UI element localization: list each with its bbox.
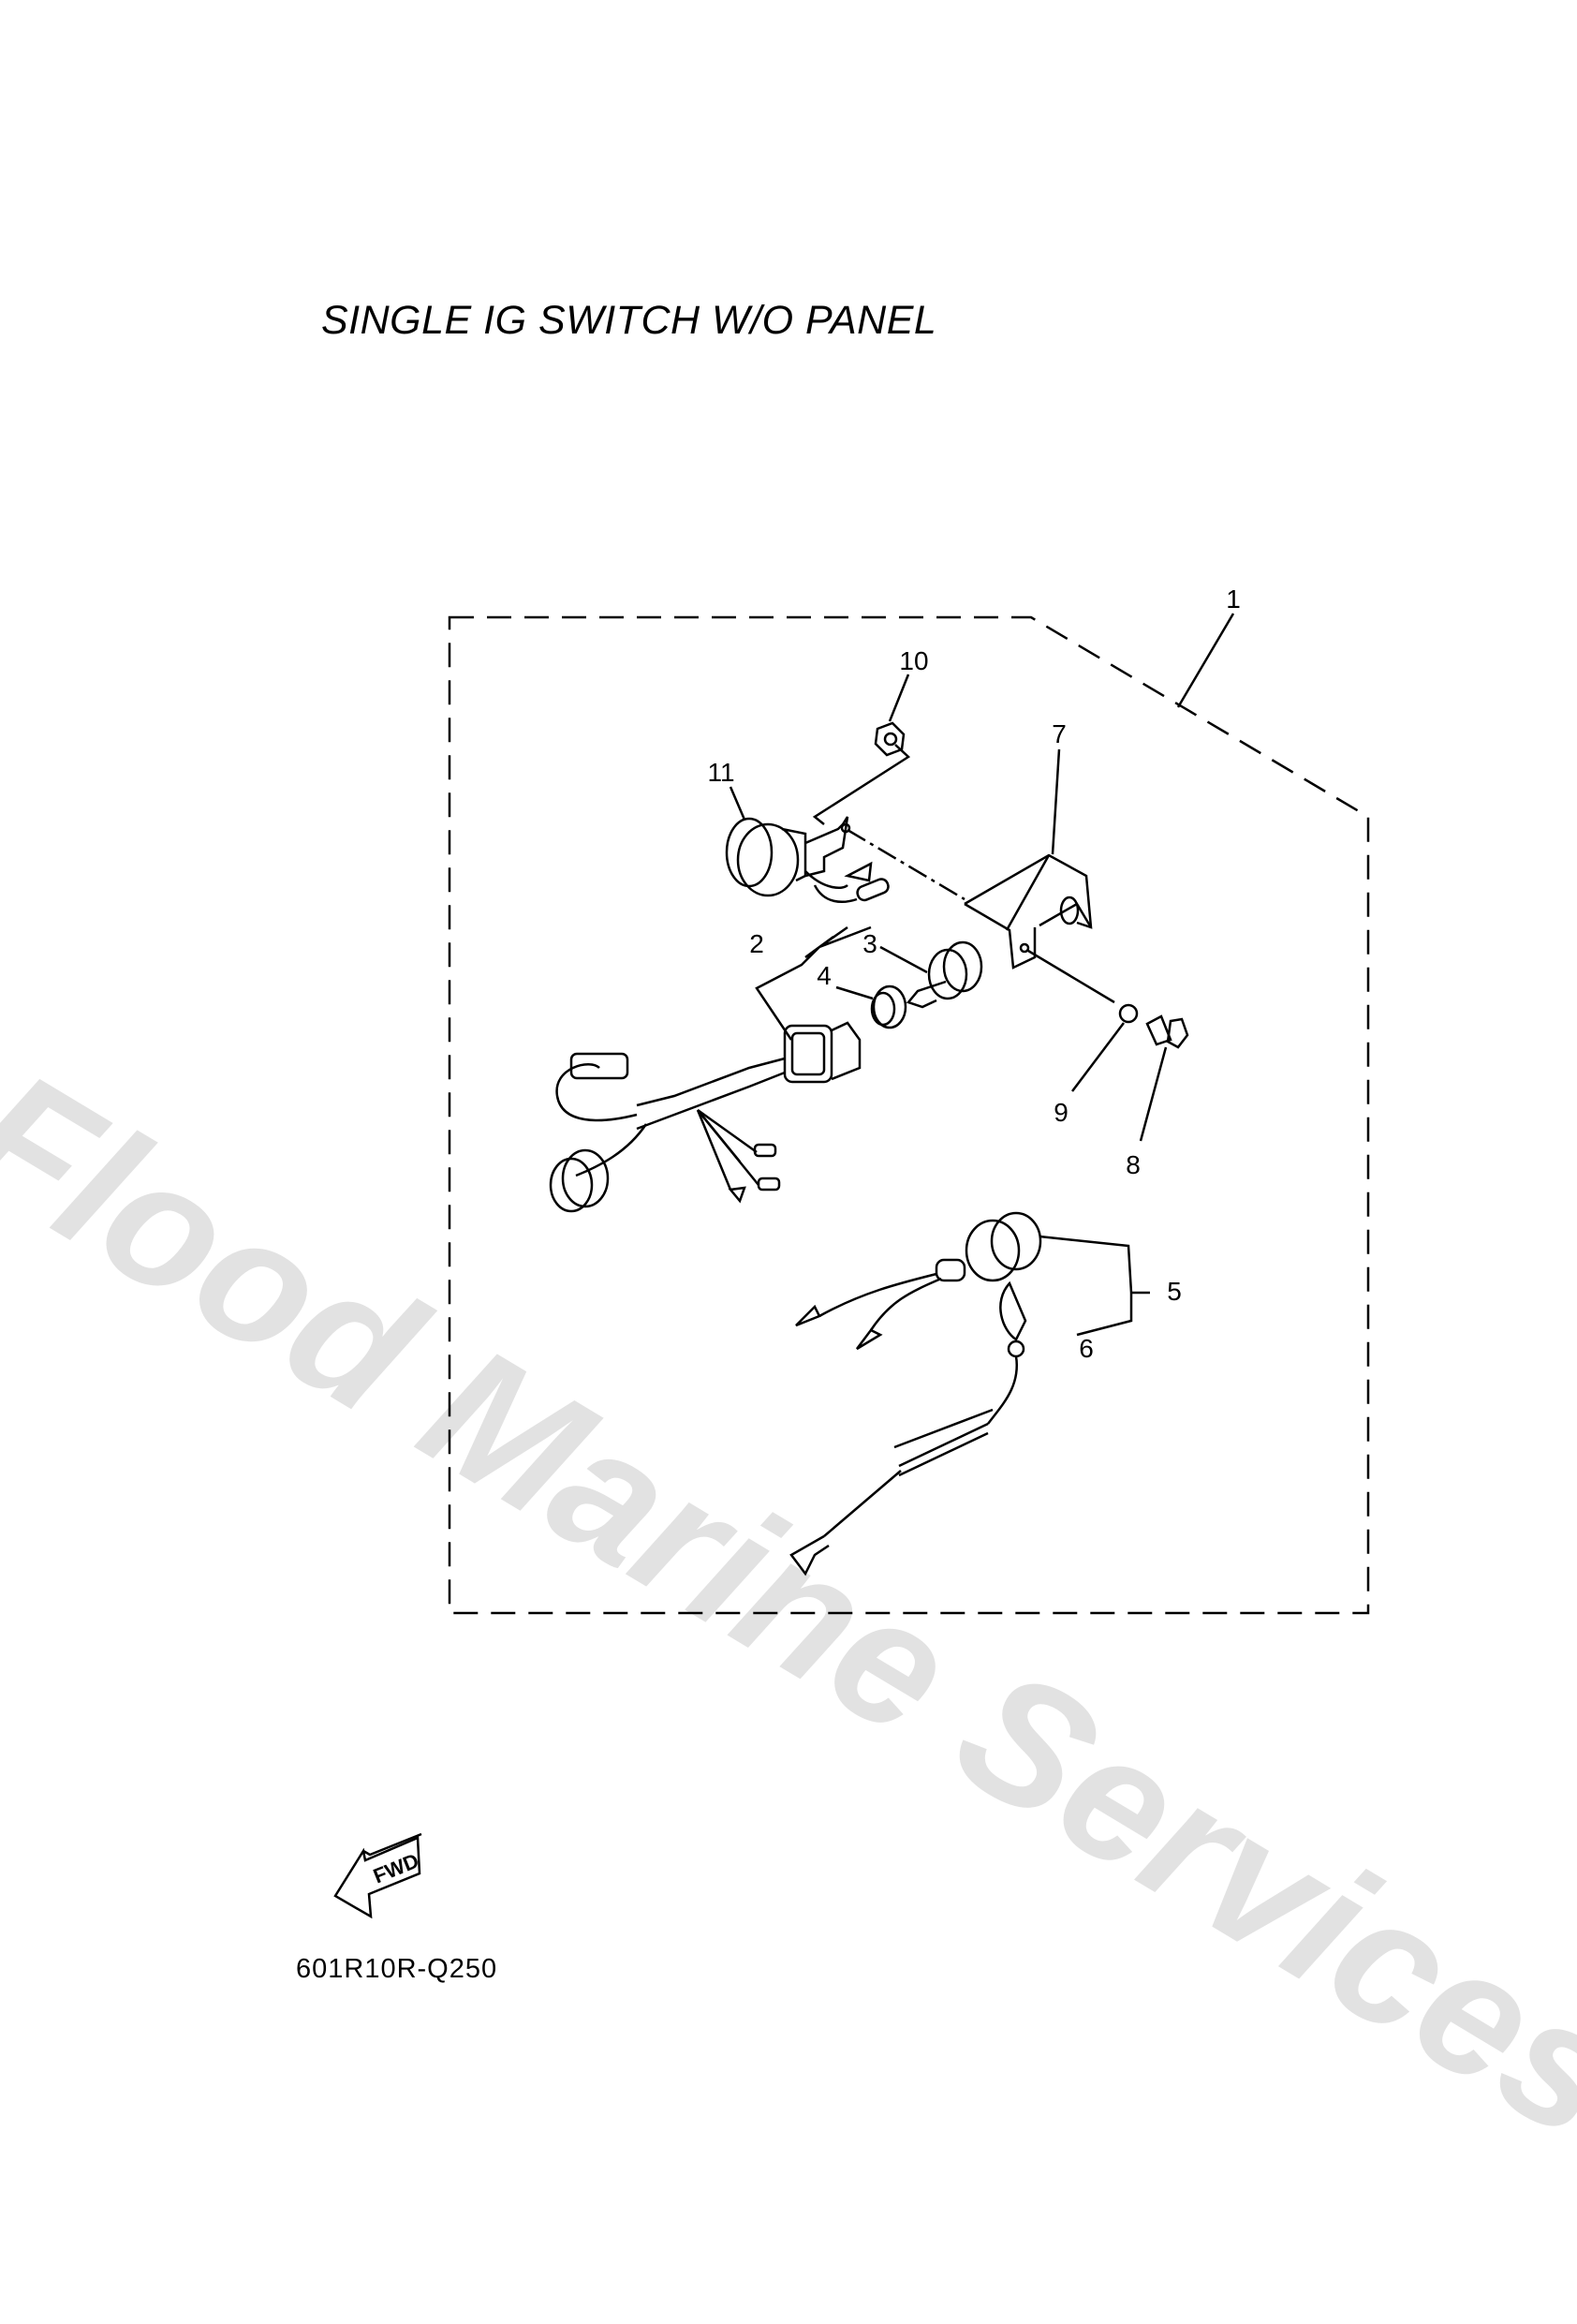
- callout-5: 5: [1167, 1277, 1182, 1306]
- callout-11: 11: [707, 758, 735, 787]
- callout-7: 7: [1052, 719, 1067, 748]
- leader-1: [1176, 613, 1235, 708]
- callout-8: 8: [1126, 1150, 1141, 1179]
- washer-part-9: [1071, 1003, 1139, 1092]
- ring-part-4: [835, 984, 907, 1029]
- bracket-part-7: [964, 748, 1115, 1004]
- assembly-axis: [847, 828, 965, 901]
- callout-6: 6: [1079, 1334, 1094, 1363]
- key-cylinder-part-3: [879, 940, 983, 1009]
- callout-4: 4: [817, 961, 832, 990]
- assembly-boundary: [448, 615, 1370, 1615]
- callout-10: 10: [899, 646, 929, 675]
- stop-switch-part-5: [795, 1211, 1150, 1351]
- fwd-arrow-icon: [333, 1832, 422, 1919]
- diagram-title: SINGLE IG SWITCH W/O PANEL: [321, 298, 937, 343]
- callout-2: 2: [749, 929, 764, 958]
- lanyard-part-6: [789, 1280, 1027, 1576]
- lamp-part-11: [725, 786, 890, 903]
- diagram-code: 601R10R-Q250: [296, 1954, 498, 1984]
- nut-part-10: [812, 674, 911, 825]
- callout-1: 1: [1226, 585, 1241, 614]
- callout-9: 9: [1054, 1098, 1069, 1127]
- callout-3: 3: [862, 929, 877, 958]
- switch-harness-part-2: [549, 1021, 862, 1213]
- leader-2: [755, 925, 872, 1041]
- bolt-part-8: [1139, 1014, 1189, 1142]
